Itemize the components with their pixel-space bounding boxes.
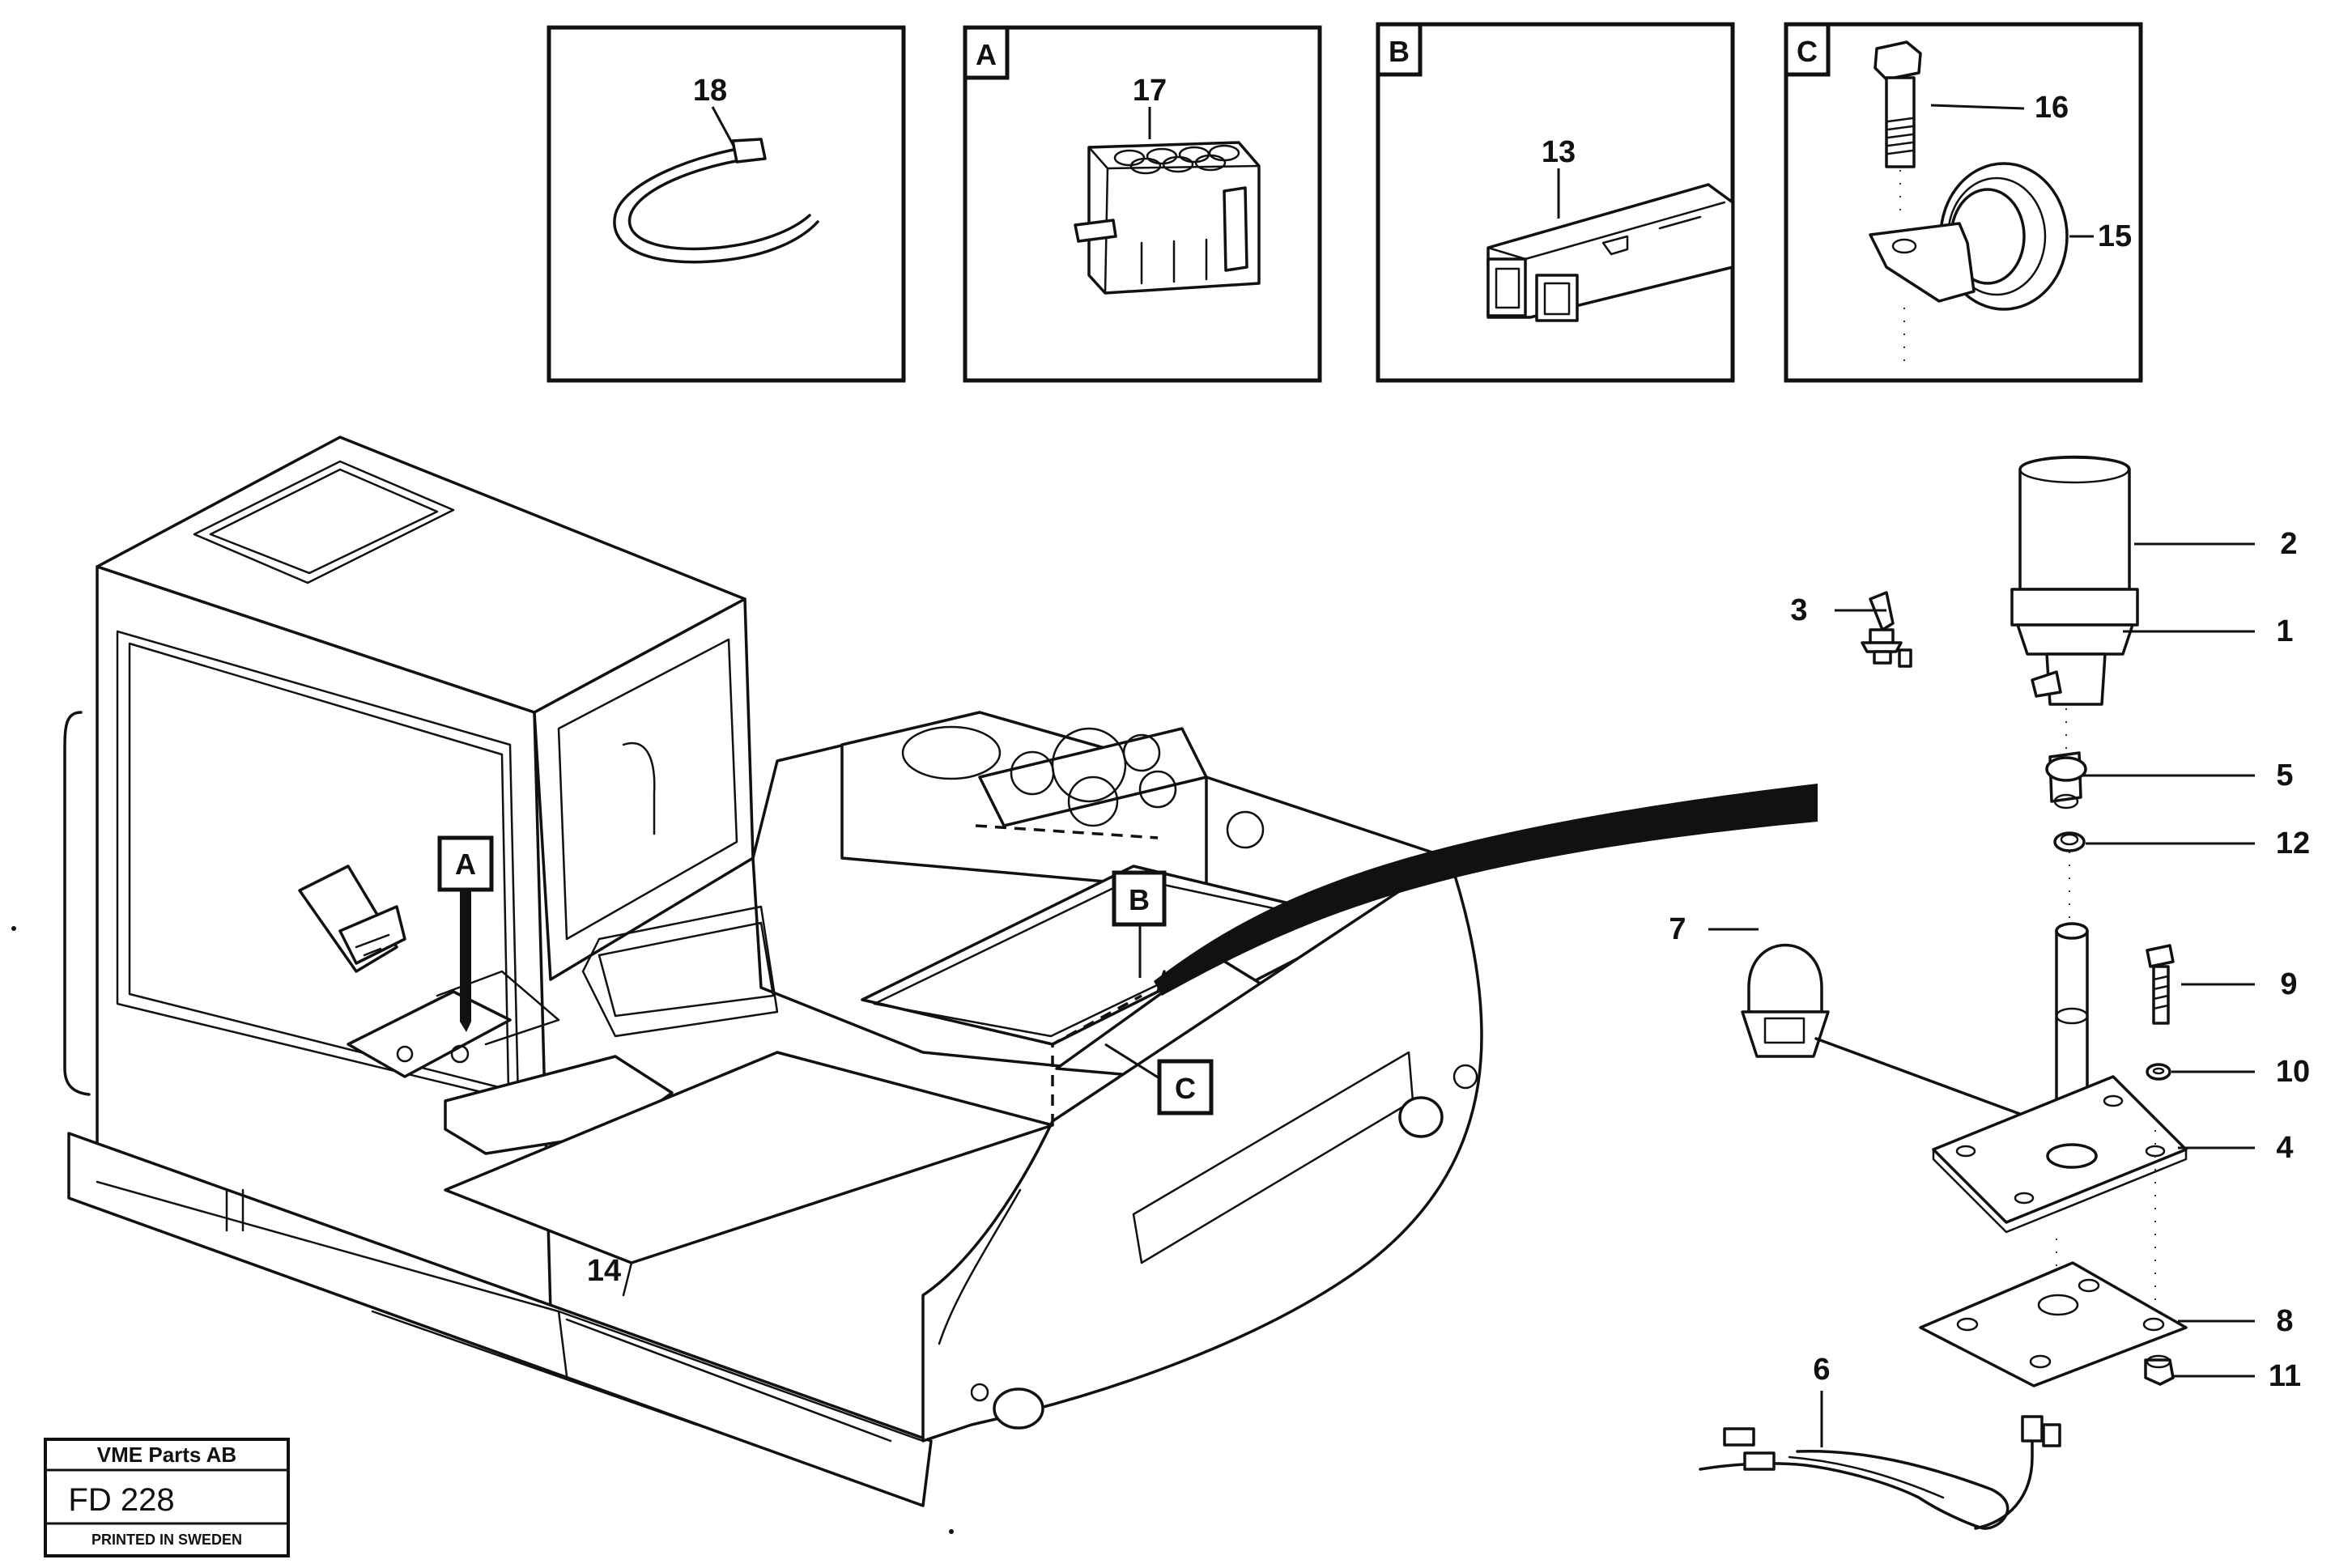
- callout-14: 14: [587, 1254, 621, 1288]
- callout-5: 5: [2276, 759, 2293, 792]
- callout-18: 18: [693, 74, 727, 108]
- callout-1: 1: [2276, 614, 2293, 648]
- cable-harness-icon: [1699, 1415, 2061, 1530]
- beacon-lamp-icon: [2010, 455, 2139, 706]
- callout-10: 10: [2276, 1055, 2310, 1089]
- title-code: FD 228: [68, 1482, 174, 1518]
- callout-4: 4: [2276, 1131, 2293, 1165]
- callout-6: 6: [1813, 1353, 1830, 1387]
- nut-icon: [2144, 1354, 2175, 1386]
- gasket-plate-icon: [1919, 1261, 2188, 1387]
- title-company: VME Parts AB: [97, 1443, 236, 1467]
- callout-11: 11: [2269, 1359, 2301, 1393]
- rubber-profile-icon: [1486, 183, 1734, 322]
- detail-view-18: 18: [547, 25, 906, 383]
- callout-17: 17: [1133, 74, 1167, 108]
- view-letter-c: C: [1797, 35, 1818, 68]
- callout-15: 15: [2098, 219, 2132, 253]
- connector-housing-icon: [1074, 141, 1261, 295]
- machine-tag-a: A: [437, 835, 494, 1032]
- detail-view-b: B 13: [1376, 22, 1735, 383]
- mounting-bracket-icon: [1932, 922, 2188, 1344]
- detail-view-c: C 16 15: [1784, 22, 2143, 383]
- machine-tag-c: C: [1104, 1043, 1214, 1115]
- bulb-icon: [1861, 591, 1912, 668]
- excavator-upper-frame: [11, 436, 1818, 1534]
- callout-12: 12: [2276, 826, 2310, 860]
- rubber-ring-icon: [2053, 831, 2086, 923]
- mounting-screw-icon: [2146, 944, 2175, 1025]
- callout-13: 13: [1542, 135, 1576, 169]
- machine-tag-b: B: [1112, 870, 1167, 978]
- view-letter-a: A: [976, 38, 997, 71]
- callout-leaders: [1708, 542, 2255, 1447]
- title-block: VME Parts AB FD 228 PRINTED IN SWEDEN: [44, 1438, 290, 1557]
- spare-lamp-icon: [1741, 943, 2026, 1117]
- title-printed: PRINTED IN SWEDEN: [91, 1532, 242, 1548]
- svg-text:C: C: [1175, 1072, 1196, 1105]
- callout-7: 7: [1669, 912, 1686, 946]
- callout-2: 2: [2280, 527, 2297, 561]
- view-letter-b: B: [1389, 35, 1410, 68]
- bolt-icon: [1874, 40, 1922, 219]
- callout-8: 8: [2276, 1304, 2293, 1338]
- callout-9: 9: [2280, 967, 2297, 1001]
- detail-view-a: A 17: [963, 25, 1322, 383]
- cable-tie-icon: [613, 138, 819, 264]
- svg-text:B: B: [1129, 883, 1150, 916]
- callout-3: 3: [1790, 593, 1807, 627]
- callout-16: 16: [2035, 91, 2069, 125]
- lamp-holder-icon: [2045, 708, 2087, 809]
- svg-text:A: A: [455, 848, 476, 881]
- washer-icon: [2146, 1063, 2171, 1081]
- grommet-icon: [1869, 162, 2069, 372]
